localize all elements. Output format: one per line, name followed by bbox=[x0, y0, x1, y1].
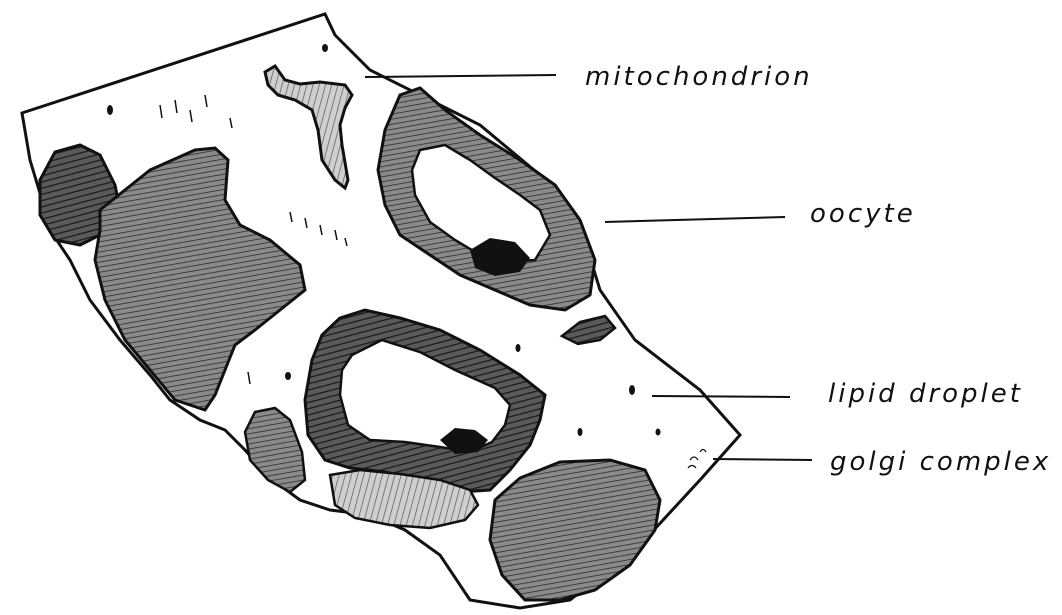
golgi-complex-label: golgi complex bbox=[830, 447, 1051, 477]
golgi-complex-leader bbox=[713, 459, 812, 460]
bottom-right-cell bbox=[490, 460, 660, 600]
oocyte-label: oocyte bbox=[810, 199, 916, 229]
mitochondrion-label: mitochondrion bbox=[585, 62, 813, 92]
lipid-droplet-label: lipid droplet bbox=[828, 379, 1023, 409]
oocyte-leader bbox=[605, 217, 785, 222]
mitochondrion-leader bbox=[365, 75, 556, 77]
lipid-droplet-leader bbox=[652, 396, 790, 397]
